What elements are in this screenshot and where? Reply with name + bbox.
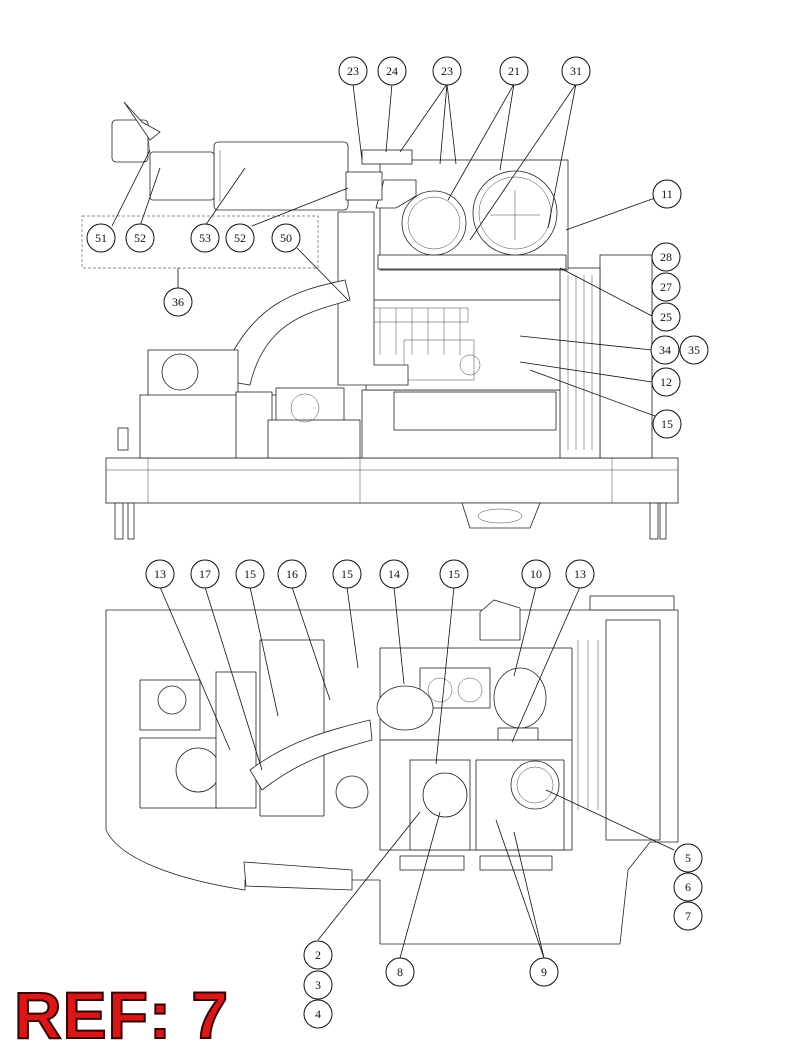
svg-text:50: 50 (280, 231, 292, 245)
callout-15-top: 15 (652, 409, 682, 439)
callout-12: 12 (651, 367, 681, 397)
svg-text:10: 10 (530, 567, 542, 581)
cylinder-head (367, 307, 481, 381)
svg-text:23: 23 (347, 64, 359, 78)
callout-23-b: 23 (432, 56, 462, 86)
callout-35: 35 (679, 335, 709, 365)
callout-5: 5 (673, 843, 703, 873)
callout-23-a: 23 (338, 56, 368, 86)
callout-14: 14 (379, 559, 409, 589)
callout-16: 16 (277, 559, 307, 589)
muffler (111, 101, 383, 211)
reference-label: REF: 7 (13, 978, 230, 1052)
svg-text:15: 15 (341, 567, 353, 581)
callout-15-a: 15 (235, 559, 265, 589)
callout-13-a: 13 (145, 559, 175, 589)
callout-15-c: 15 (439, 559, 469, 589)
svg-text:52: 52 (234, 231, 246, 245)
callout-24: 24 (377, 56, 407, 86)
callout-13-b: 13 (565, 559, 595, 589)
svg-text:15: 15 (661, 417, 673, 431)
callout-36: 36 (163, 287, 193, 317)
callout-3: 3 (303, 970, 333, 1000)
svg-text:21: 21 (508, 64, 520, 78)
callout-9: 9 (529, 957, 559, 987)
svg-text:3: 3 (315, 978, 321, 992)
top-engine-view (81, 101, 679, 540)
callout-8: 8 (385, 957, 415, 987)
callout-2: 2 (303, 940, 333, 970)
svg-text:24: 24 (386, 64, 398, 78)
callout-11: 11 (652, 179, 682, 209)
svg-text:23: 23 (441, 64, 453, 78)
callout-27: 27 (651, 272, 681, 302)
svg-text:34: 34 (659, 343, 671, 357)
callout-52-b: 52 (225, 223, 255, 253)
svg-text:13: 13 (154, 567, 166, 581)
svg-text:17: 17 (199, 567, 211, 581)
svg-text:9: 9 (541, 965, 547, 979)
callout-28: 28 (651, 242, 681, 272)
exhaust-kit-outline (81, 215, 319, 269)
svg-text:52: 52 (134, 231, 146, 245)
callout-4: 4 (303, 999, 333, 1029)
callout-6: 6 (673, 872, 703, 902)
svg-text:8: 8 (397, 965, 403, 979)
svg-text:28: 28 (660, 250, 672, 264)
svg-text:35: 35 (688, 343, 700, 357)
svg-text:15: 15 (244, 567, 256, 581)
svg-text:25: 25 (660, 310, 672, 324)
callout-21: 21 (499, 56, 529, 86)
callout-10: 10 (521, 559, 551, 589)
callout-25: 25 (651, 302, 681, 332)
svg-text:51: 51 (95, 231, 107, 245)
callout-7: 7 (673, 901, 703, 931)
svg-text:15: 15 (448, 567, 460, 581)
svg-text:11: 11 (661, 187, 673, 201)
svg-text:16: 16 (286, 567, 298, 581)
callout-17: 17 (190, 559, 220, 589)
svg-text:14: 14 (388, 567, 400, 581)
callout-52-a: 52 (125, 223, 155, 253)
svg-text:4: 4 (315, 1007, 321, 1021)
svg-text:27: 27 (660, 280, 672, 294)
svg-text:2: 2 (315, 948, 321, 962)
leader-lines (111, 83, 675, 959)
callout-50: 50 (271, 223, 301, 253)
callout-34: 34 (650, 335, 680, 365)
svg-text:6: 6 (685, 880, 691, 894)
svg-text:7: 7 (685, 909, 691, 923)
callout-15-b: 15 (332, 559, 362, 589)
bottom-engine-view (105, 595, 679, 945)
svg-text:31: 31 (570, 64, 582, 78)
callout-51: 51 (86, 223, 116, 253)
svg-text:5: 5 (685, 851, 691, 865)
callout-53: 53 (190, 223, 220, 253)
svg-text:53: 53 (199, 231, 211, 245)
svg-text:36: 36 (172, 295, 184, 309)
callout-31: 31 (561, 56, 591, 86)
svg-text:12: 12 (660, 375, 672, 389)
svg-text:13: 13 (574, 567, 586, 581)
